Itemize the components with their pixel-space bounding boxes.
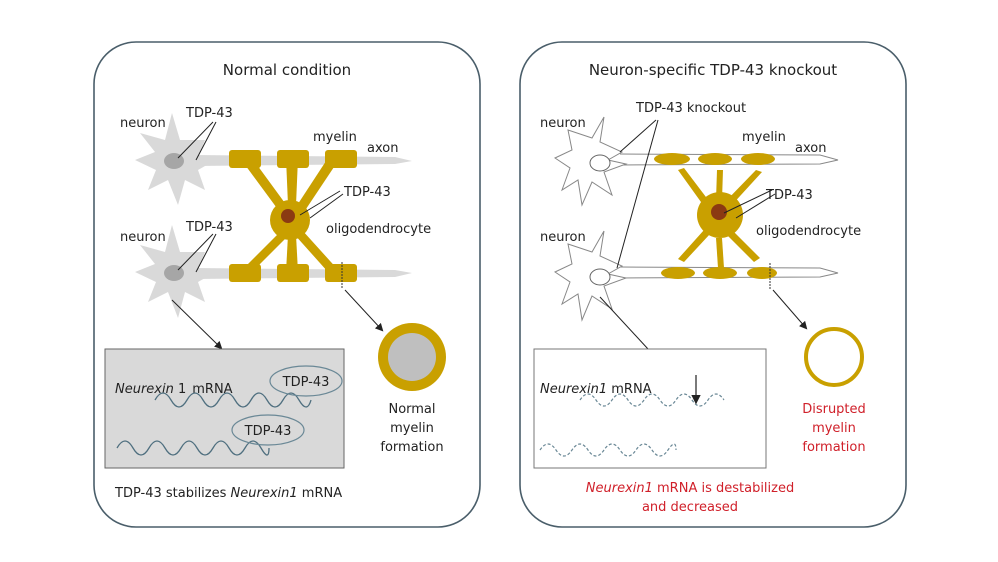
label-axon: axon <box>367 141 398 156</box>
myelin-segments-top <box>654 153 775 165</box>
mrna-strand-1 <box>579 393 725 407</box>
label-neuron-bottom: neuron <box>120 230 166 245</box>
label-oligodendrocyte: oligodendrocyte <box>756 224 861 239</box>
neuron-bottom <box>553 230 628 322</box>
label-tdp43-bottom: TDP-43 <box>185 220 233 235</box>
arrow-to-myelin-section <box>344 289 384 332</box>
panel-caption: TDP-43 stabilizes Neurexin1 mRNA <box>114 486 342 501</box>
panel-normal-condition: Normal condition <box>93 41 481 528</box>
oligodendrocyte-nucleus <box>281 209 295 223</box>
myelin-cross-section-normal <box>378 323 446 391</box>
neuron-nucleus <box>589 154 611 172</box>
oligodendrocyte-nucleus <box>711 204 727 220</box>
myelin-cross-section-disrupted <box>804 327 864 387</box>
panel-tdp43-knockout: Neuron-specific TDP-43 knockout <box>519 41 907 528</box>
tdp43-bound-1 <box>269 365 343 397</box>
label-myelin: myelin <box>313 130 357 145</box>
myelin-segments-bottom <box>661 267 777 279</box>
pointer-to-mrna-box <box>599 296 649 350</box>
mrna-box: Neurexin1 mRNA <box>533 348 767 469</box>
myelin-segments-bottom <box>229 264 357 282</box>
label-neuron-top: neuron <box>540 116 586 131</box>
tdp43-bound-1-label: TDP-43 <box>282 375 330 390</box>
panel-caption-line-2: and decreased <box>642 500 738 515</box>
mrna-strand-2 <box>116 440 270 456</box>
tdp43-bound-2-label: TDP-43 <box>244 424 292 439</box>
outcome-line-3: formation <box>380 440 443 455</box>
tdp43-bound-2 <box>231 414 305 446</box>
neuron-nucleus <box>589 268 611 286</box>
oligodendrocyte <box>240 158 340 272</box>
label-axon: axon <box>795 141 826 156</box>
label-tdp43-oligo: TDP-43 <box>343 185 391 200</box>
label-pointers <box>616 119 776 269</box>
panel-title: Normal condition <box>223 61 351 79</box>
outcome-line-1: Disrupted <box>802 402 866 417</box>
panel-caption-line-1: Neurexin1 mRNA is destabilized <box>586 481 794 496</box>
outcome-line-2: myelin <box>390 421 434 436</box>
outcome-line-3: formation <box>802 440 865 455</box>
label-myelin: myelin <box>742 130 786 145</box>
oligodendrocyte <box>678 168 762 268</box>
mrna-strand-2 <box>539 443 677 457</box>
arrow-to-mrna-box <box>171 299 223 350</box>
outcome-line-1: Normal <box>388 402 435 417</box>
label-tdp43-oligo: TDP-43 <box>765 188 813 203</box>
outcome-line-2: myelin <box>812 421 856 436</box>
label-pointers <box>177 121 344 273</box>
label-oligodendrocyte: oligodendrocyte <box>326 222 431 237</box>
label-neuron-top: neuron <box>120 116 166 131</box>
label-tdp43-top: TDP-43 <box>185 106 233 121</box>
neuron-top <box>553 116 628 207</box>
mrna-label: Neurexin1 mRNA <box>540 382 652 397</box>
arrow-to-myelin-section <box>772 289 808 330</box>
panel-title: Neuron-specific TDP-43 knockout <box>589 61 837 79</box>
label-tdp43-knockout: TDP-43 knockout <box>635 101 746 116</box>
label-neuron-bottom: neuron <box>540 230 586 245</box>
myelin-segments-top <box>229 150 357 168</box>
